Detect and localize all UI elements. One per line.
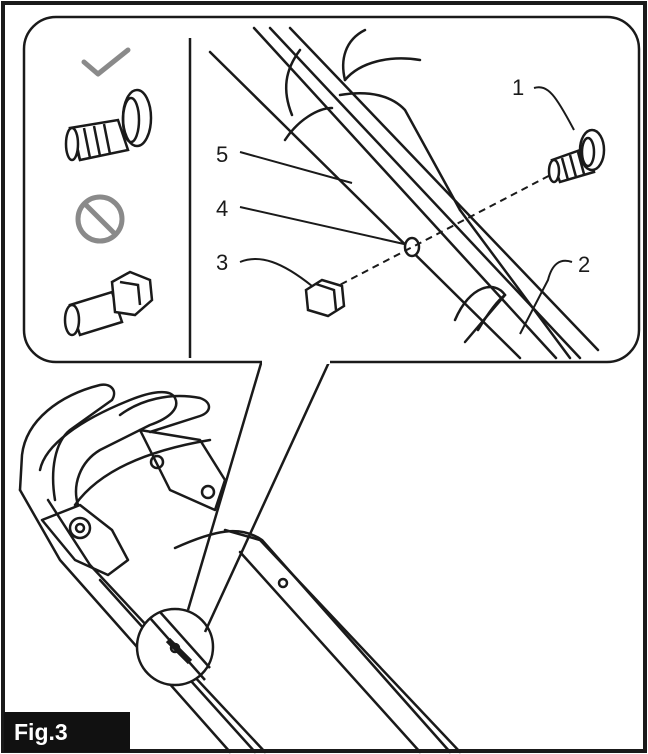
alignment-line — [329, 169, 561, 291]
tube-end-inner — [476, 293, 507, 332]
rail-3 — [288, 26, 600, 352]
rail-1 — [252, 26, 558, 360]
handle-control-lever — [138, 428, 227, 512]
handle-grip-loop-2 — [38, 390, 178, 507]
callout-wedge-left — [186, 359, 264, 611]
handle-tube-inner — [46, 498, 267, 754]
lever-pivot — [149, 454, 165, 470]
handle-tube-slot-edge — [458, 208, 572, 360]
figure-tag: Fig.3 — [4, 712, 130, 752]
deck-rivet — [277, 577, 289, 589]
carriage-bolt — [547, 128, 606, 184]
tube-ridge-2 — [283, 106, 334, 142]
prohibited-icon — [75, 194, 125, 244]
hex-nut — [304, 278, 346, 318]
leader-3 — [239, 258, 313, 287]
leader-5 — [239, 151, 353, 184]
mower-deck-inner — [238, 550, 422, 754]
carriage-bolt-correct — [64, 88, 153, 162]
callout-label-4: 4 — [216, 196, 228, 221]
cable — [73, 438, 212, 507]
frame-rails — [208, 26, 600, 360]
leader-1 — [533, 86, 575, 131]
leader-lines — [239, 86, 575, 335]
handle-tube-outer — [18, 488, 232, 754]
callout-label-1: 1 — [512, 75, 524, 100]
handle-knob-center — [74, 522, 86, 534]
zoom-panel — [22, 15, 641, 364]
hex-bolt-incorrect — [63, 270, 154, 337]
leader-4 — [239, 206, 405, 245]
lever-pivot-2 — [200, 484, 216, 500]
handle-knob — [68, 516, 92, 540]
mower-deck — [173, 529, 452, 754]
handle-tube-left — [208, 50, 522, 360]
handle-knob-bracket — [40, 503, 130, 577]
deck-edge-top — [341, 28, 367, 82]
handle-grip-loop-3 — [118, 394, 211, 434]
deck-edge-curve — [343, 57, 422, 82]
leader-2 — [519, 259, 573, 335]
callout-label-5: 5 — [216, 142, 228, 167]
mower-deck-rim — [223, 528, 462, 754]
bolt-hole — [403, 236, 421, 258]
handle-grip-loop — [18, 383, 116, 502]
tube-ridge-1 — [285, 48, 302, 117]
callout-wedge-right — [203, 359, 332, 633]
detail-circle — [135, 607, 215, 687]
callout-label-2: 2 — [578, 252, 590, 277]
check-mark-icon — [81, 47, 131, 77]
mower-handle-illustration — [18, 383, 462, 754]
callout-label-3: 3 — [216, 250, 228, 275]
handle-tube-slot-top — [338, 92, 462, 212]
